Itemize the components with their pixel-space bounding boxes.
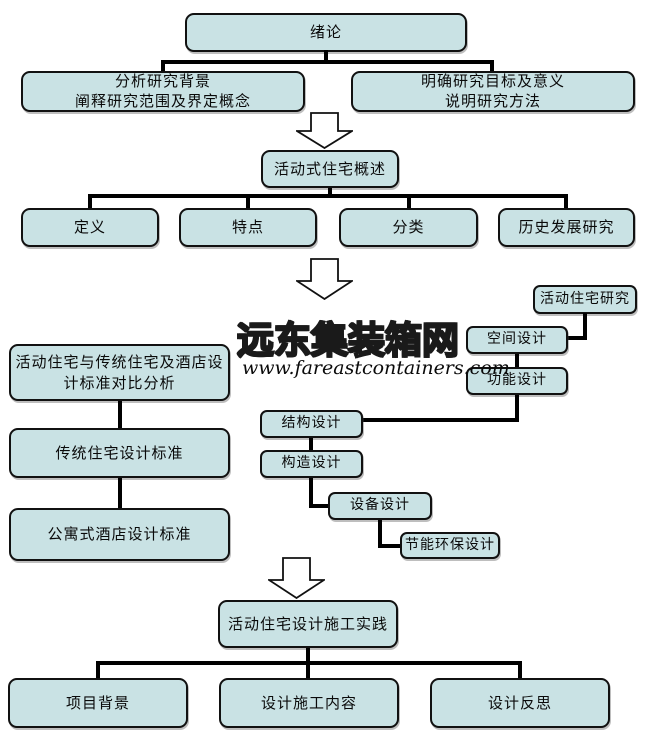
down-arrow-icon: [296, 258, 353, 300]
node-classification: 分类: [339, 208, 478, 247]
connector: [118, 401, 122, 428]
down-arrow-icon: [268, 557, 325, 599]
node-space-design: 空间设计: [466, 326, 568, 354]
node-energy-saving-design: 节能环保设计: [400, 532, 500, 559]
node-standard-comparison: 活动住宅与传统住宅及酒店设 计标准对比分析: [9, 344, 230, 401]
node-mobile-housing-research: 活动住宅研究: [533, 285, 637, 314]
node-function-design: 功能设计: [466, 367, 568, 395]
connector: [309, 438, 313, 450]
node-research-objective: 明确研究目标及意义 说明研究方法: [351, 71, 635, 112]
node-practice: 活动住宅设计施工实践: [218, 600, 398, 648]
node-equipment-design: 设备设计: [328, 492, 432, 520]
connector: [328, 188, 332, 198]
connector: [378, 520, 382, 548]
node-introduction: 绪论: [185, 13, 467, 52]
node-design-reflection: 设计反思: [430, 678, 610, 728]
node-project-background: 项目背景: [8, 678, 188, 728]
watermark-brand: 远东集装箱网: [236, 318, 460, 363]
watermark-url: www.fareastcontainers.com: [242, 357, 510, 379]
connector: [118, 478, 122, 508]
connector: [515, 395, 519, 422]
node-hotel-standard: 公寓式酒店设计标准: [9, 508, 230, 561]
node-traditional-standard: 传统住宅设计标准: [9, 428, 230, 478]
down-arrow-icon: [296, 112, 353, 149]
connector: [88, 194, 568, 198]
node-construction-content: 设计施工内容: [219, 678, 399, 728]
node-construction-design: 构造设计: [260, 450, 363, 478]
connector: [583, 313, 587, 340]
connector: [246, 194, 250, 208]
connector: [309, 478, 313, 508]
connector: [518, 661, 522, 678]
connector: [363, 418, 519, 422]
connector: [88, 194, 92, 208]
connector: [96, 661, 522, 665]
connector: [378, 544, 400, 548]
node-overview: 活动式住宅概述: [261, 150, 399, 188]
connector: [309, 504, 328, 508]
node-features: 特点: [179, 208, 317, 247]
connector: [407, 194, 411, 208]
node-structure-design: 结构设计: [260, 410, 363, 438]
connector: [161, 60, 494, 64]
connector: [324, 50, 328, 64]
connector: [568, 336, 587, 340]
connector: [96, 661, 100, 678]
node-definition: 定义: [21, 208, 159, 247]
connector: [515, 354, 519, 368]
node-history: 历史发展研究: [498, 208, 635, 247]
connector: [490, 60, 494, 72]
node-research-background: 分析研究背景 阐释研究范围及界定概念: [21, 71, 305, 112]
connector: [564, 194, 568, 208]
connector: [161, 60, 165, 72]
